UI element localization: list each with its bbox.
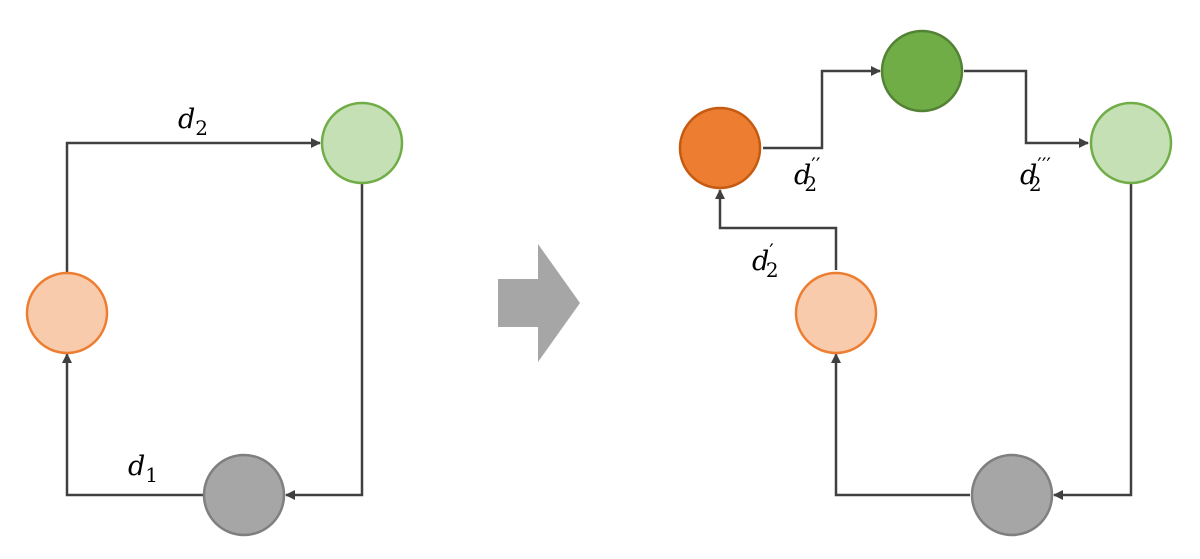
edge-green-to-light-green [964,69,1089,148]
label-d2-double-prime: d′′2 [794,153,821,196]
right-arrow-icon [498,244,580,362]
edge-gray-to-orange [62,353,203,497]
light-orange-node [794,271,878,355]
label-d2: d2 [178,104,208,140]
edge-orange-to-green [65,138,321,272]
green-node [880,29,964,113]
edge-light-green-to-gray [1053,183,1133,500]
label-d1: d1 [128,451,158,487]
edge-orange-to-green [763,66,881,150]
light-orange-node [25,271,109,355]
light-green-node [320,101,404,185]
edge-gray-to-light-orange [831,353,970,497]
gray-node [970,453,1054,537]
label-d2-triple-prime: d′′′2 [1020,153,1051,196]
orange-node [678,106,762,190]
edge-green-to-gray [285,183,364,500]
edge-light-orange-to-orange [715,189,838,270]
label-d2-prime: d′2 [752,239,779,282]
right-diagram: d′′2 d′′′2 d′2 [678,29,1173,537]
gray-node [202,453,286,537]
light-green-node [1089,101,1173,185]
left-diagram: d2 d1 [25,101,404,537]
